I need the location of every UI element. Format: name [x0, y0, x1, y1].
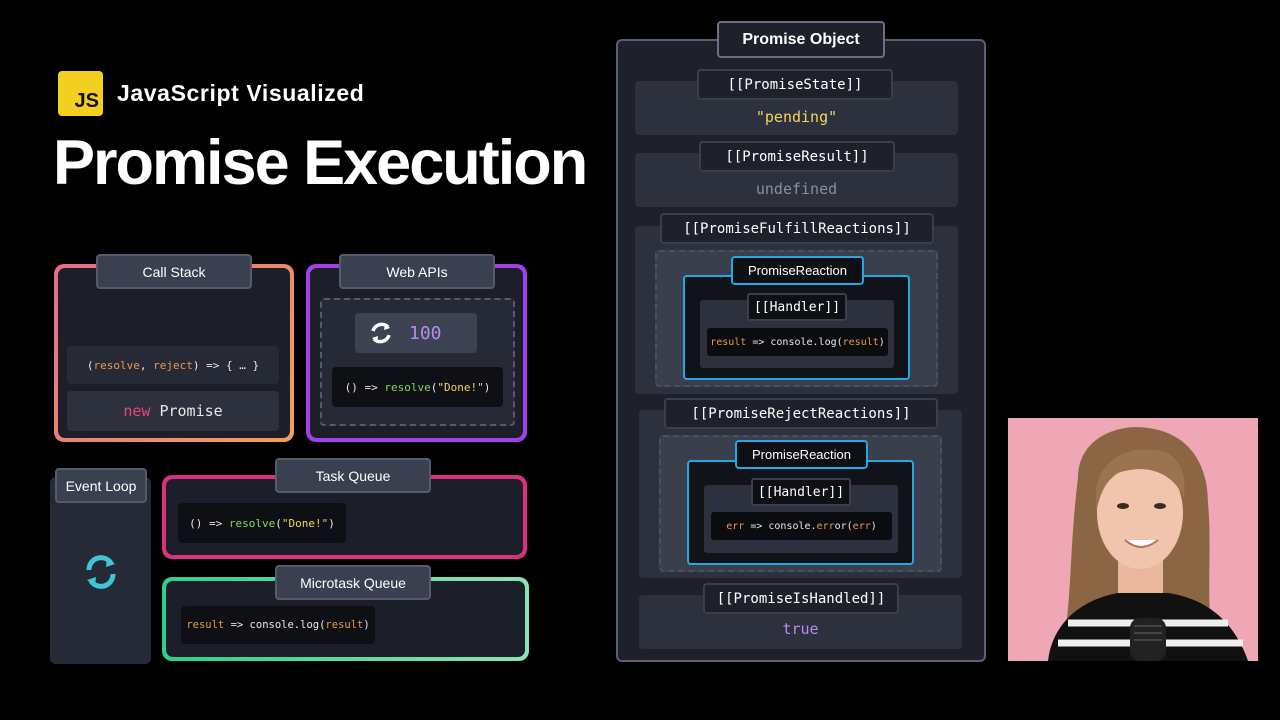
code-token: ,	[139, 358, 154, 372]
code-token: new	[123, 402, 160, 420]
code-token: result	[842, 336, 879, 348]
code-token: )	[328, 516, 335, 530]
presenter-image	[1008, 418, 1258, 661]
task-queue-label: Task Queue	[275, 458, 431, 493]
promise-state-label: [[PromiseState]]	[697, 69, 893, 100]
code-token: err	[852, 520, 871, 532]
code-token: or(	[834, 520, 853, 532]
code-token: => console.	[744, 520, 817, 532]
is-handled-label: [[PromiseIsHandled]]	[703, 583, 899, 614]
code-token: Promise	[159, 402, 223, 420]
call-stack-frame: (resolve, reject) => { … }	[67, 346, 279, 384]
code-token: () =>	[344, 380, 385, 394]
code-token: result	[710, 336, 747, 348]
brand-name: JavaScript Visualized	[117, 80, 365, 106]
code-token: result	[325, 619, 364, 631]
code-token: (	[86, 358, 94, 372]
presenter-webcam	[1008, 418, 1258, 661]
code-token: )	[483, 380, 491, 394]
code-token: reject	[153, 358, 193, 372]
code-token: => console.log(	[224, 619, 326, 631]
microtask-queue-label: Microtask Queue	[275, 565, 431, 600]
code-token: )	[878, 336, 885, 348]
code-token: (	[430, 380, 438, 394]
code-token: "Done!"	[281, 516, 329, 530]
web-apis-panel: 100 () => resolve("Done!")	[306, 264, 527, 442]
event-loop-label: Event Loop	[55, 468, 147, 503]
reject-handler-label: [[Handler]]	[751, 478, 851, 506]
promise-state-value: "pending"	[755, 108, 838, 126]
code-token: )	[363, 619, 370, 631]
is-handled-value: true	[782, 620, 819, 638]
fulfill-reaction-label: PromiseReaction	[731, 256, 864, 285]
loop-icon	[86, 555, 116, 589]
code-token: resolve	[384, 380, 431, 394]
call-stack-frame: new Promise	[67, 391, 279, 431]
call-stack-panel: (resolve, reject) => { … } new Promise	[54, 264, 294, 442]
event-loop-panel	[50, 477, 151, 664]
code-token: )	[870, 520, 877, 532]
code-token: resolve	[93, 358, 140, 372]
web-apis-label: Web APIs	[339, 254, 495, 289]
call-stack-label: Call Stack	[96, 254, 252, 289]
refresh-icon	[371, 322, 391, 344]
reject-reactions-label: [[PromiseRejectReactions]]	[664, 398, 938, 429]
timer-chip: 100	[355, 313, 477, 353]
code-token: result	[186, 619, 225, 631]
microtask-queue-item: result => console.log(result)	[181, 606, 375, 644]
page-title: Promise Execution	[53, 128, 588, 198]
fulfill-reactions-label: [[PromiseFulfillReactions]]	[660, 213, 934, 244]
code-token: "Done!"	[437, 380, 484, 394]
code-token: ) => { … }	[192, 358, 260, 372]
js-logo: JS	[58, 71, 103, 116]
task-queue-item: () => resolve("Done!")	[178, 503, 346, 543]
web-api-callback: () => resolve("Done!")	[332, 367, 503, 407]
fulfill-handler-code: result => console.log(result)	[707, 328, 888, 356]
code-token: err	[816, 520, 835, 532]
timer-value: 100	[409, 322, 442, 344]
promise-result-value: undefined	[755, 180, 838, 198]
code-token: () =>	[189, 516, 229, 530]
fulfill-handler-label: [[Handler]]	[747, 293, 847, 321]
code-token: resolve	[228, 516, 276, 530]
code-token: (	[275, 516, 282, 530]
promise-object-label: Promise Object	[717, 21, 885, 58]
promise-result-label: [[PromiseResult]]	[699, 141, 895, 172]
code-token: => console.log(	[746, 336, 843, 348]
reject-reaction-label: PromiseReaction	[735, 440, 868, 469]
code-token: err	[726, 520, 745, 532]
